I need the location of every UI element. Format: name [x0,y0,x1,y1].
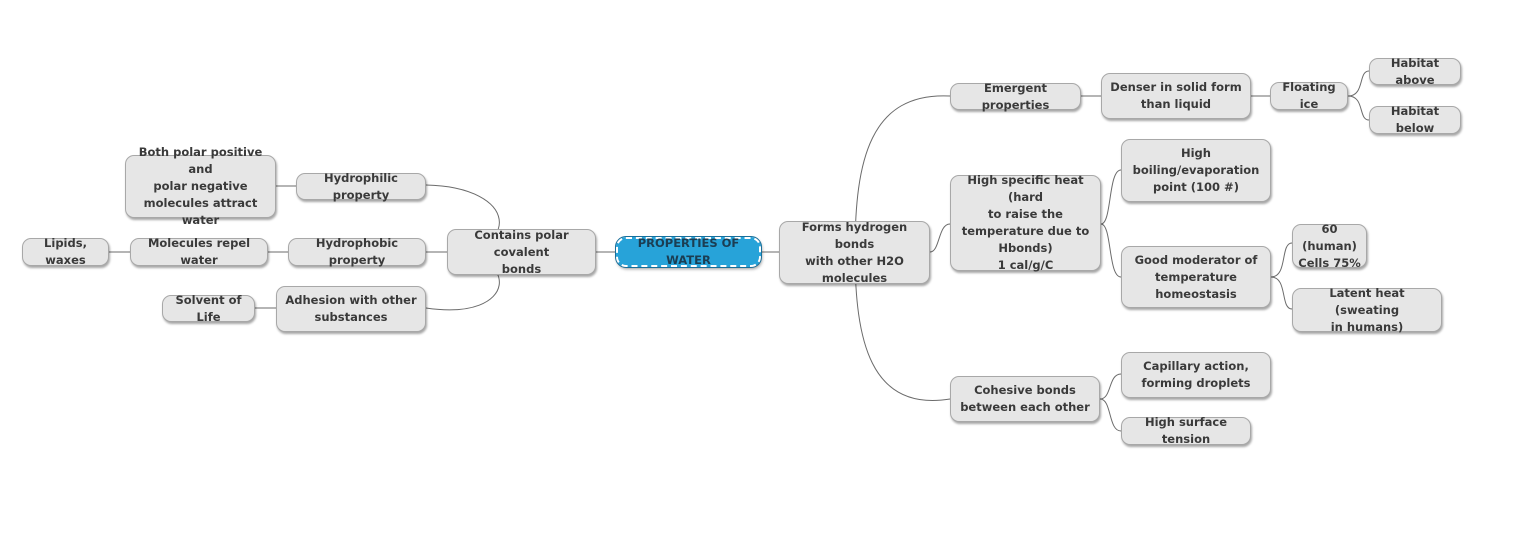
central-topic-node[interactable]: PROPERTIES OF WATER [615,236,762,268]
node-latent-heat[interactable]: Latent heat (sweating in humans) [1292,286,1442,334]
node-high-specific-heat[interactable]: High specific heat (hard to raise the te… [950,173,1101,272]
node-adhesion-with-other-substances[interactable]: Adhesion with other substances [276,286,426,332]
node-habitat-above[interactable]: Habitat above [1369,56,1461,87]
node-hydrophobic-property[interactable]: Hydrophobic property [288,236,426,267]
node-floating-ice[interactable]: Floating ice [1270,80,1348,111]
node-denser-in-solid-form[interactable]: Denser in solid form than liquid [1101,73,1251,119]
node-lipids-waxes[interactable]: Lipids, waxes [22,236,109,267]
node-molecules-repel-water[interactable]: Molecules repel water [130,236,268,267]
node-emergent-properties[interactable]: Emergent properties [950,81,1081,112]
connector-cohesive-to-capillary [1099,373,1122,400]
connector-floating-ice-to-habitat-below [1347,95,1370,121]
node-cohesive-bonds[interactable]: Cohesive bonds between each other [950,376,1100,422]
node-high-boiling-point[interactable]: High boiling/evaporation point (100 #) [1121,139,1271,202]
connector-floating-ice-to-habitat-above [1347,70,1370,97]
node-habitat-below[interactable]: Habitat below [1369,104,1461,135]
node-good-moderator-of-temperature[interactable]: Good moderator of temperature homeostasi… [1121,246,1271,308]
node-high-surface-tension[interactable]: High surface tension [1121,415,1251,446]
node-60-human-cells-75[interactable]: 60 (human) Cells 75% [1292,222,1367,270]
connector-hbonds-to-specific-heat [929,223,951,253]
node-hydrophilic-property[interactable]: Hydrophilic property [296,171,426,202]
node-capillary-action[interactable]: Capillary action, forming droplets [1121,352,1271,398]
connector-cohesive-to-surface-tension [1099,398,1122,432]
node-both-polar-attract-water[interactable]: Both polar positive and polar negative m… [125,145,276,227]
node-solvent-of-life[interactable]: Solvent of Life [162,293,255,324]
node-forms-hydrogen-bonds[interactable]: Forms hydrogen bonds with other H2O mole… [779,220,930,285]
connector-specific-heat-to-moderator [1100,223,1122,278]
connector-moderator-to-latent [1270,276,1293,310]
connector-specific-heat-to-boiling [1100,169,1122,225]
node-contains-polar-covalent-bonds[interactable]: Contains polar covalent bonds [447,228,596,276]
connector-moderator-to-human60 [1270,242,1293,278]
